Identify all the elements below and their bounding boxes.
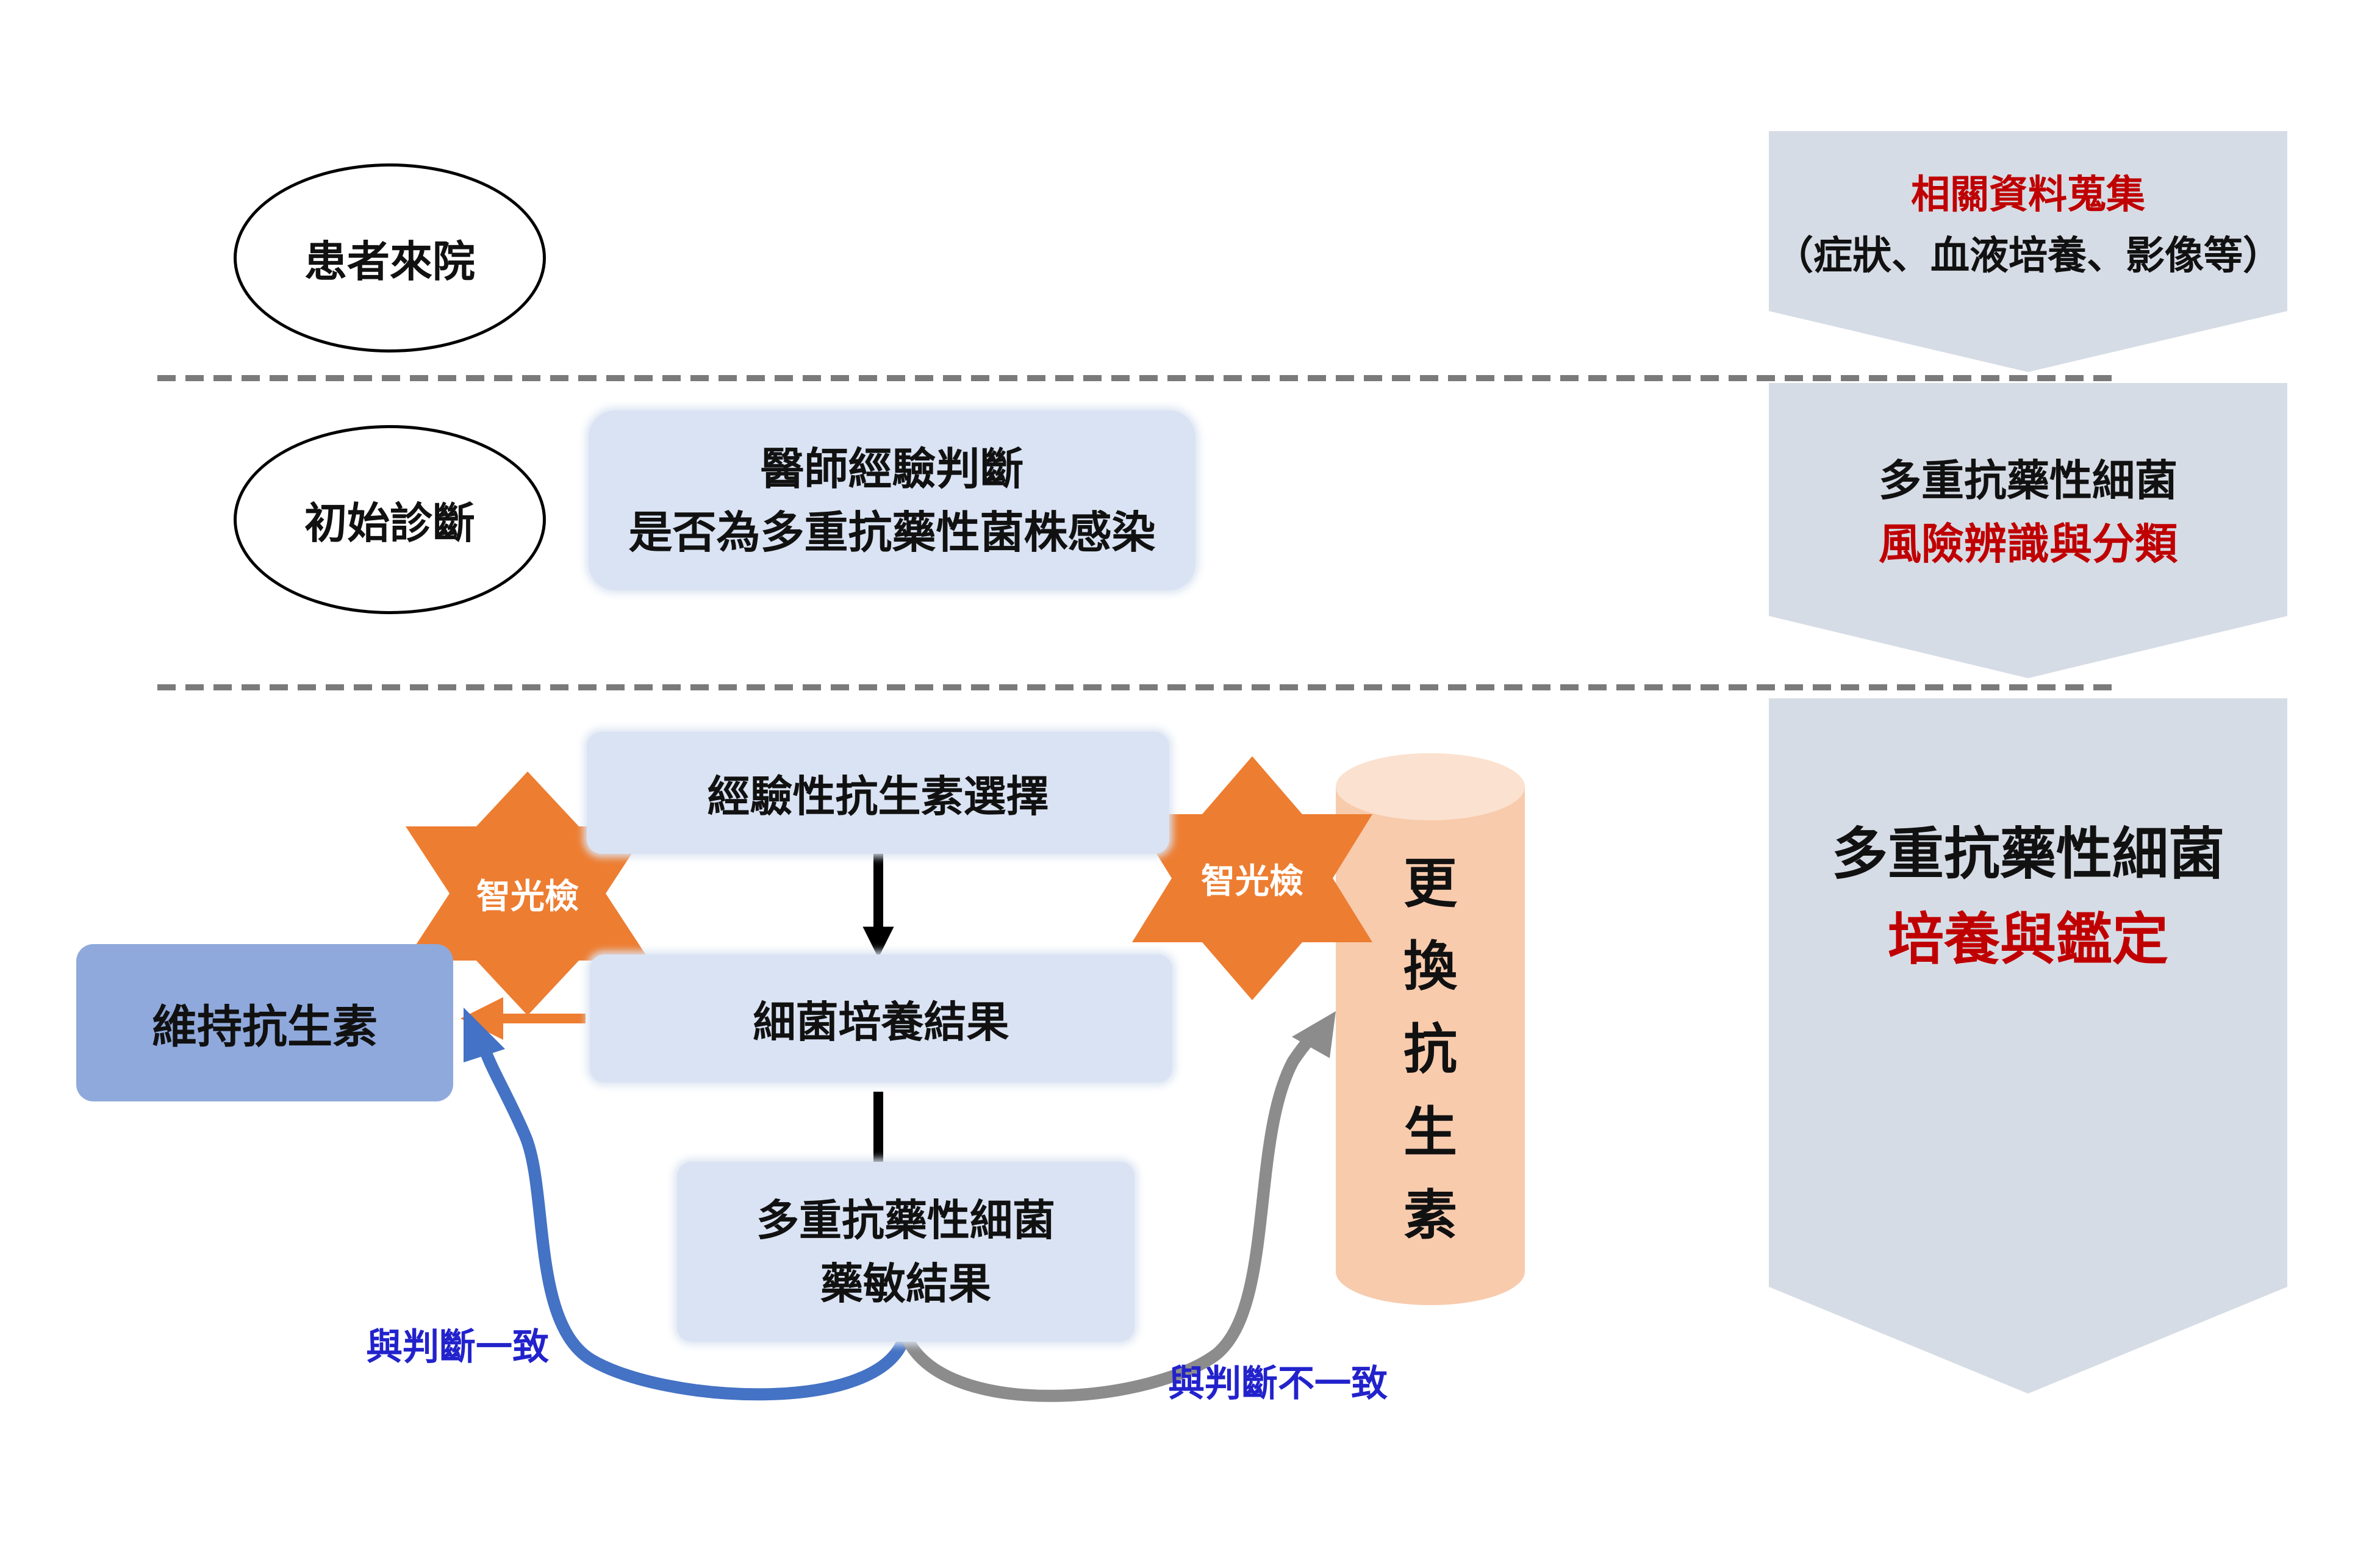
- culture-result-box: 細菌培養結果: [590, 954, 1172, 1083]
- change-antibiotic-char: 素: [1403, 1183, 1457, 1247]
- arrow-culture-to-maintain: [461, 997, 586, 1040]
- edge-label-consistent: 與判斷一致: [366, 1326, 549, 1369]
- side-chevron-1: [1769, 131, 2287, 372]
- stage-initial-diagnosis-label: 初始診斷: [304, 497, 475, 548]
- stage-initial-diagnosis: 初始診斷: [234, 425, 546, 614]
- physician-judgment-box: 醫師經驗判斷 是否為多重抗藥性菌株感染: [589, 410, 1195, 590]
- side-step-3-text: 多重抗藥性細菌 培養與鑑定: [1769, 805, 2287, 988]
- side-step-1-detail: （症狀、血液培養、影像等）: [1774, 233, 2282, 279]
- side-step-3-detail: 培養與鑑定: [1887, 906, 2168, 972]
- side-step-2-detail: 風險辨識與分類: [1879, 518, 2178, 569]
- arrow-consistent: [464, 1008, 909, 1401]
- star-right-text: 智光檢: [1201, 861, 1303, 901]
- empiric-antibiotic-box: 經驗性抗生素選擇: [587, 732, 1169, 854]
- susceptibility-result-box: 多重抗藥性細菌 藥敏結果: [677, 1162, 1134, 1342]
- arrow-inconsistent: [903, 1011, 1336, 1402]
- change-antibiotic-char: 生: [1403, 1100, 1457, 1164]
- susceptibility-line1: 多重抗藥性細菌: [756, 1194, 1055, 1245]
- side-step-1-title: 相關資料蒐集: [1911, 172, 2145, 218]
- change-antibiotic-char: 抗: [1403, 1017, 1457, 1081]
- side-step-3-title: 多重抗藥性細菌: [1831, 821, 2224, 887]
- stage-patient-arrival: 患者來院: [234, 163, 546, 353]
- maintain-antibiotic-box: 維持抗生素: [76, 944, 453, 1101]
- side-step-2-title: 多重抗藥性細菌: [1879, 455, 2178, 506]
- star-right: [1132, 756, 1372, 1000]
- change-antibiotic-label: 更 換 抗 生 素: [1336, 836, 1525, 1262]
- side-chevron-3: [1769, 698, 2287, 1394]
- stage-patient-arrival-label: 患者來院: [304, 235, 475, 287]
- change-antibiotic-char: 更: [1403, 851, 1457, 915]
- star-left-text: 智光檢: [476, 876, 579, 917]
- susceptibility-line2: 藥敏結果: [820, 1258, 991, 1309]
- empiric-antibiotic-label: 經驗性抗生素選擇: [707, 770, 1049, 822]
- side-step-1-text: 相關資料蒐集 （症狀、血液培養、影像等）: [1769, 165, 2287, 287]
- maintain-antibiotic-label: 維持抗生素: [152, 1000, 378, 1053]
- star-right-label: 智光檢: [1132, 848, 1372, 909]
- side-chevron-2: [1769, 383, 2287, 678]
- change-antibiotic-cylinder: [1336, 753, 1525, 1305]
- culture-result-label: 細菌培養結果: [753, 996, 1009, 1047]
- change-antibiotic-char: 換: [1403, 934, 1457, 998]
- star-left-label: 智光檢: [406, 863, 650, 924]
- side-step-2-text: 多重抗藥性細菌 風險辨識與分類: [1769, 445, 2287, 579]
- physician-judgment-line2: 是否為多重抗藥性菌株感染: [628, 506, 1156, 558]
- edge-label-inconsistent: 與判斷不一致: [1168, 1362, 1388, 1405]
- physician-judgment-line1: 醫師經驗判斷: [760, 442, 1024, 495]
